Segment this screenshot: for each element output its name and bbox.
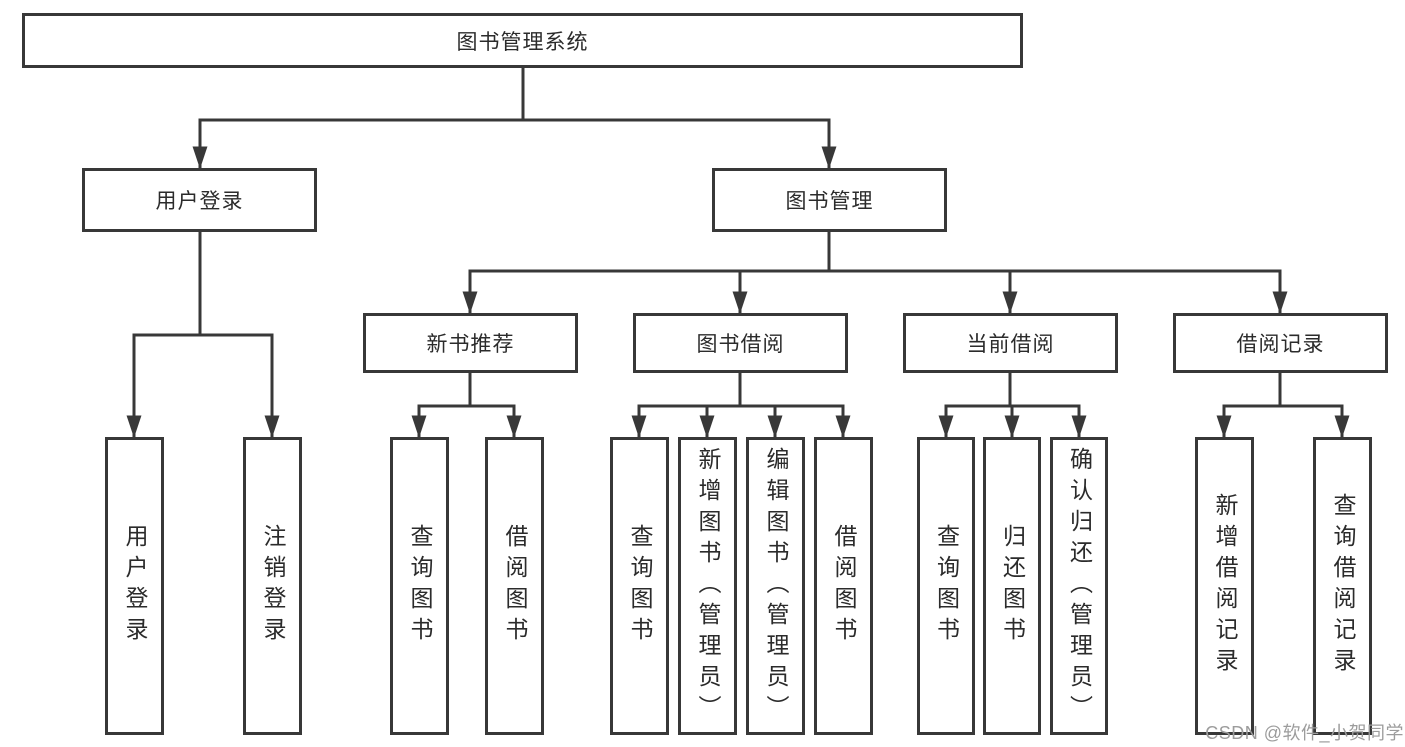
node-book-borrowing: 图书借阅 [633,313,848,373]
node-borrow-books-recommend: 借阅图书 [485,437,544,735]
node-label: 确认归还（管理员） [1066,446,1093,726]
node-label: 借阅图书 [502,524,528,648]
node-label: 查询图书 [627,524,653,648]
node-label: 新增图书（管理员） [695,446,721,726]
node-borrow-records: 借阅记录 [1173,313,1388,373]
node-library-management-system: 图书管理系统 [22,13,1023,68]
node-confirm-return-admin: 确认归还（管理员） [1050,437,1108,735]
node-return-books: 归还图书 [983,437,1041,735]
node-query-books-recommend: 查询图书 [390,437,449,735]
node-label: 归还图书 [999,524,1026,648]
node-borrow-books: 借阅图书 [814,437,873,735]
node-label: 查询图书 [407,524,433,648]
node-add-books-admin: 新增图书（管理员） [678,437,737,735]
node-current-borrowing: 当前借阅 [903,313,1118,373]
node-edit-books-admin: 编辑图书（管理员） [746,437,805,735]
node-query-borrow-record: 查询借阅记录 [1313,437,1372,735]
node-label: 用户登录 [122,524,148,648]
node-user-login: 用户登录 [82,168,317,232]
node-label: 注销登录 [260,524,286,648]
node-label: 查询图书 [933,524,960,648]
node-user-login-leaf: 用户登录 [105,437,164,735]
node-label: 新增借阅记录 [1212,493,1238,679]
node-new-book-recommend: 新书推荐 [363,313,578,373]
node-logout-leaf: 注销登录 [243,437,302,735]
node-add-borrow-record: 新增借阅记录 [1195,437,1254,735]
node-label: 借阅图书 [831,524,857,648]
node-label: 编辑图书（管理员） [763,446,789,726]
node-label: 查询借阅记录 [1330,493,1356,679]
node-query-books-current: 查询图书 [917,437,975,735]
node-query-books-borrowing: 查询图书 [610,437,669,735]
node-book-management: 图书管理 [712,168,947,232]
